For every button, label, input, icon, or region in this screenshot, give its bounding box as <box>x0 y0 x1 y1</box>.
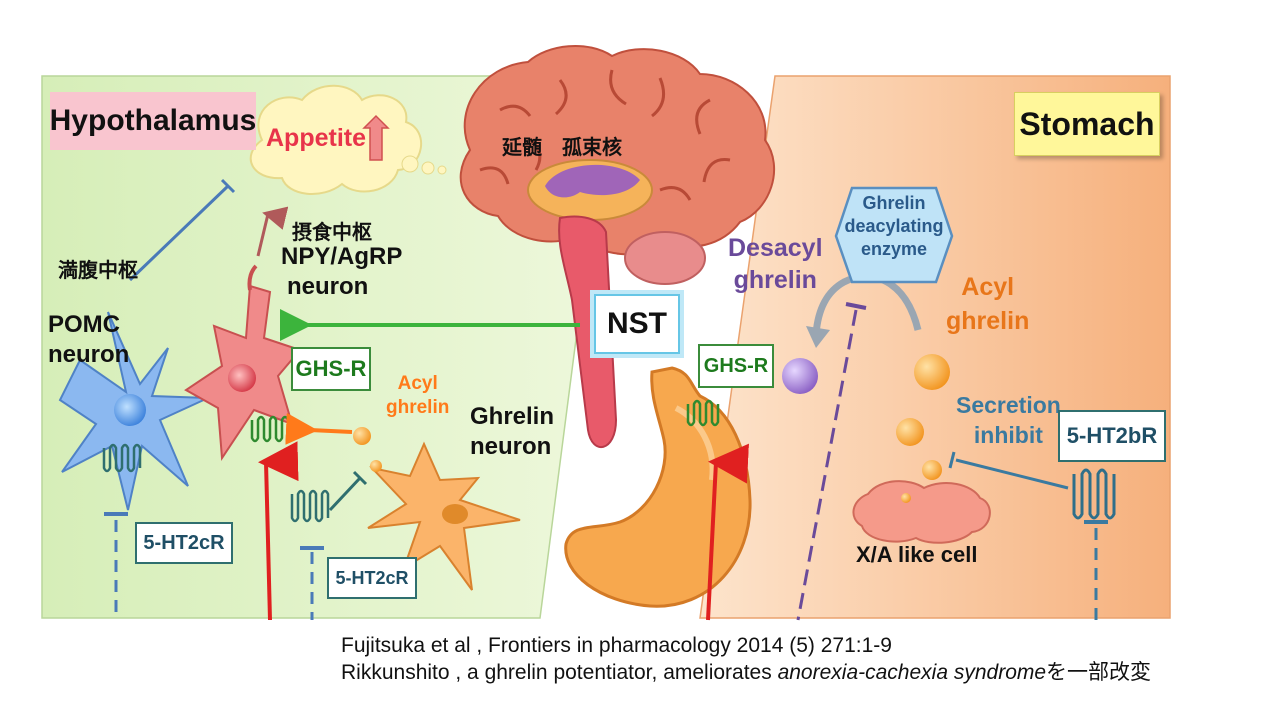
acyl-ghrelin-ball-3 <box>922 460 942 480</box>
npy-agrp-label: NPY/AgRP neuron <box>281 242 402 302</box>
acyl-ghrelin-ball-2 <box>896 418 924 446</box>
nst-box: NST <box>594 294 680 354</box>
citation-line2-italic: anorexia-cachexia syndrome <box>777 661 1047 684</box>
medulla-label: 延髄 孤束核 <box>502 137 622 159</box>
acyl-ghrelin-large-line1: Acyl <box>961 273 1015 301</box>
acyl-ghrelin-small-line2: ghrelin <box>386 397 450 418</box>
satiety-center-label: 満腹中枢 <box>58 260 138 282</box>
deacylation-arrowhead-icon <box>806 326 830 348</box>
secretion-inhibit-label: Secretion inhibit <box>956 390 1061 450</box>
acyl-ghrelin-ball-tiny <box>370 460 382 472</box>
acyl-ghrelin-ball-1 <box>914 354 950 390</box>
inhibition-lines <box>104 178 1108 621</box>
npy-agrp-label-line1: NPY/AgRP <box>281 243 403 270</box>
citation-line2-suffix: を一部改変 <box>1046 661 1152 684</box>
enzyme-hexagon <box>834 186 954 284</box>
desacyl-ghrelin-label: Desacyl ghrelin <box>728 232 823 296</box>
pomc-neuron <box>58 311 209 511</box>
enzyme-line3: enzyme <box>860 239 928 259</box>
stomach-title: Stomach <box>1014 92 1160 156</box>
receptor-5ht2c-ghrelin <box>290 489 330 523</box>
pomc-label-line2: neuron <box>48 341 130 368</box>
ht2cr-box-1: 5-HT2cR <box>135 522 233 564</box>
deacylation-curve <box>812 273 922 335</box>
desacyl-ghrelin-ball <box>782 358 818 394</box>
citation-line1: Fujitsuka et al , Frontiers in pharmacol… <box>341 634 892 657</box>
citation-line2-prefix: Rikkunshito , a ghrelin potentiator, ame… <box>341 661 778 684</box>
enzyme-line2: deacylating <box>844 216 944 236</box>
appetite-up-arrow-icon <box>362 114 390 161</box>
desacyl-line2: ghrelin <box>733 266 817 294</box>
citation-line2: Rikkunshito , a ghrelin potentiator, ame… <box>341 659 1151 686</box>
acyl-ghrelin-large-line2: ghrelin <box>946 307 1030 335</box>
npy-agrp-neuron <box>184 264 302 461</box>
appetite-cloud <box>249 84 447 196</box>
brain <box>459 45 775 448</box>
acyl-ghrelin-large-label: Acyl ghrelin <box>946 270 1029 338</box>
ghsr-left-box: GHS-R <box>291 347 371 391</box>
pomc-label: POMC neuron <box>48 310 129 370</box>
feeding-center-label: 摂食中枢 <box>292 222 372 244</box>
red-arrow-npy <box>258 441 299 621</box>
ht2br-box: 5-HT2bR <box>1058 410 1166 462</box>
receptor-5ht2b <box>1072 468 1116 520</box>
receptor-ghsr-stomach <box>686 399 720 427</box>
xa-cell-label: X/A like cell <box>856 542 978 567</box>
hypothalamus-title: Hypothalamus <box>50 92 256 150</box>
enzyme-label: Ghrelin deacylating enzyme <box>840 192 948 261</box>
enzyme-line1: Ghrelin <box>862 193 926 213</box>
xa-like-cell <box>852 480 991 544</box>
ghrelin-neuron-line2: neuron <box>470 433 552 460</box>
ghsr-right-box: GHS-R <box>698 344 774 388</box>
ht2cr-box-2: 5-HT2cR <box>327 557 417 599</box>
secretion-line2: inhibit <box>973 422 1043 448</box>
pomc-label-line1: POMC <box>48 311 120 338</box>
npy-agrp-label-line2: neuron <box>287 273 369 300</box>
acyl-ghrelin-small-label: Acyl ghrelin <box>386 372 449 420</box>
desacyl-line1: Desacyl <box>728 234 823 262</box>
secretion-line1: Secretion <box>956 392 1061 418</box>
citation: Fujitsuka et al , Frontiers in pharmacol… <box>341 632 1151 686</box>
red-arrow-stomach <box>706 443 749 621</box>
receptor-5ht2c-pomc <box>102 443 142 473</box>
ghrelin-neuron-line1: Ghrelin <box>470 403 555 430</box>
stomach-organ <box>564 366 752 608</box>
ghrelin-neuron <box>367 441 521 591</box>
receptor-ghsr-npy <box>250 415 290 443</box>
ghrelin-neuron-label: Ghrelin neuron <box>470 402 554 462</box>
acyl-ghrelin-ball-small <box>353 427 371 445</box>
acyl-ghrelin-arrow <box>285 412 353 445</box>
appetite-label: Appetite <box>266 124 366 152</box>
npy-to-appetite-arrow <box>256 206 289 257</box>
acyl-ghrelin-small-line1: Acyl <box>397 373 438 394</box>
